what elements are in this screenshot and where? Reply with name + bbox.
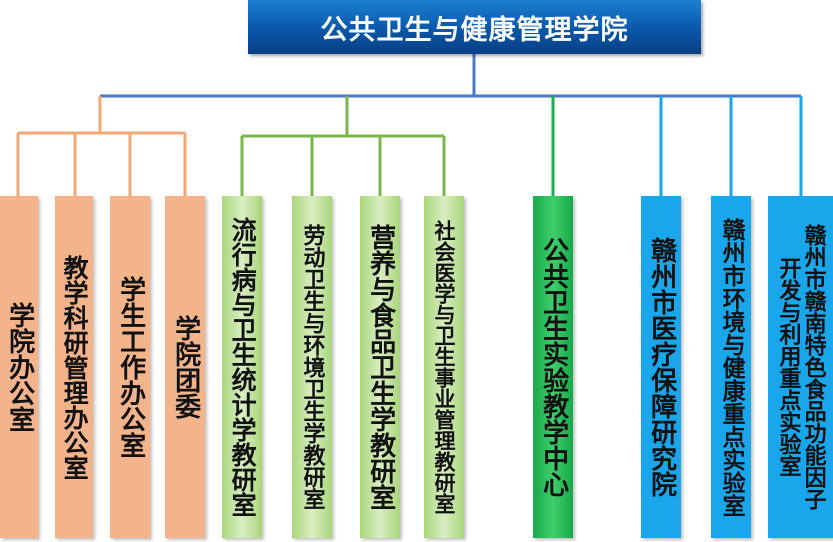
node-label: 公共卫生实验教学中心 <box>538 237 569 497</box>
node-label: 赣州市医疗保障研究院 <box>646 237 677 497</box>
node-label: 营养与食品卫生学教研室 <box>365 224 396 510</box>
node-nutrition-food-hygiene-dept: 营养与食品卫生学教研室 <box>360 196 400 538</box>
node-label: 学生工作办公室 <box>115 276 146 458</box>
node-teaching-research-office: 教学科研管理办公室 <box>55 196 93 538</box>
node-label: 社会医学与卫生事业管理教研室 <box>432 220 457 514</box>
node-social-medicine-dept: 社会医学与卫生事业管理教研室 <box>424 196 464 538</box>
root-title-box: 公共卫生与健康管理学院 <box>248 0 701 54</box>
node-label-line-1: 赣州市赣南特色食品功能因子 <box>800 224 826 510</box>
node-dean-office: 学院办公室 <box>0 196 38 538</box>
node-epidemiology-dept: 流行病与卫生统计学教研室 <box>222 196 262 538</box>
node-food-function-key-lab: 赣州市赣南特色食品功能因子 开发与利用重点实验室 <box>768 196 833 538</box>
node-label: 劳动卫生与环境卫生学教研室 <box>299 224 325 510</box>
node-label: 赣州市环境与健康重点实验室 <box>718 217 745 517</box>
node-label: 学院团委 <box>170 315 201 419</box>
node-experimental-teaching-center: 公共卫生实验教学中心 <box>533 196 573 538</box>
node-occupational-env-health-dept: 劳动卫生与环境卫生学教研室 <box>292 196 332 538</box>
node-medical-security-institute: 赣州市医疗保障研究院 <box>641 196 681 538</box>
node-env-health-key-lab: 赣州市环境与健康重点实验室 <box>711 196 751 538</box>
root-title: 公共卫生与健康管理学院 <box>320 14 629 46</box>
node-student-affairs-office: 学生工作办公室 <box>110 196 150 538</box>
node-label: 教学科研管理办公室 <box>60 254 90 480</box>
node-label-line-2: 开发与利用重点实验室 <box>775 257 801 477</box>
node-label: 流行病与卫生统计学教研室 <box>228 217 258 517</box>
node-youth-league: 学院团委 <box>165 196 205 538</box>
node-label: 学院办公室 <box>4 302 35 432</box>
